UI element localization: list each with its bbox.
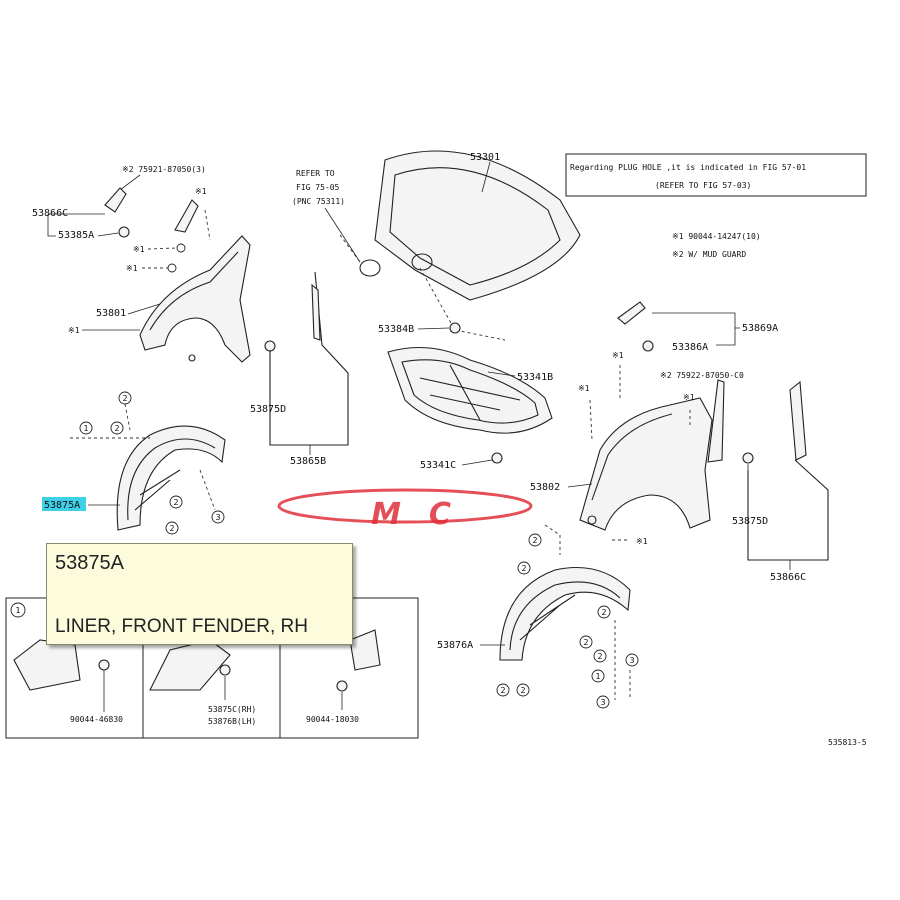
label-53875a: 53875A [44,500,80,511]
right-mudguard-bracket[interactable] [617,301,646,325]
label-highlight [42,497,86,511]
marker-x1-a: ※1 [68,326,80,335]
callout-3b: 3 [629,656,634,665]
right-clip-53875d[interactable] [742,452,754,464]
tooltip-description: LINER, FRONT FENDER, RH [55,616,309,637]
label-53866c-left: 53866C [32,208,68,219]
marker-x1-e: ※1 [612,351,624,360]
marker-x1-b: ※1 [195,187,207,196]
watermark-text: MC [371,497,479,532]
label-clip-right: ※2 75922-87050-C0 [660,371,744,380]
figure-id: 535813-5 [828,738,867,747]
inset2-part[interactable] [149,639,231,691]
inset3-clip[interactable] [336,680,348,692]
callout-2b: 2 [122,394,127,403]
left-clip-53875d[interactable] [264,340,276,352]
callout-2e: 2 [532,536,537,545]
note-box-line1: Regarding PLUG HOLE ,it is indicated in … [570,163,806,172]
label-53384b: 53384B [378,324,414,335]
inset3-code: 90044-18030 [306,715,359,724]
refer-note-line1: REFER TO [296,169,335,178]
label-53386a: 53386A [672,342,708,353]
inset2-code1: 53875C(RH) [208,705,256,714]
callout-2h: 2 [583,638,588,647]
label-53869a: 53869A [742,323,778,334]
callout-2j: 2 [500,686,505,695]
left-fender-part[interactable] [139,235,251,363]
hood-part[interactable] [339,150,581,341]
right-mudguard-part[interactable] [747,380,829,561]
watermark-logo: MC [277,488,533,532]
label-53801: 53801 [96,308,126,319]
label-53341c: 53341C [420,460,456,471]
front-fender-liner-lh-part[interactable] [499,567,631,661]
left-mudguard-piece[interactable] [174,199,199,233]
label-53865b: 53865B [290,456,326,467]
note-box [565,153,867,197]
marker-x1-c: ※1 [133,245,145,254]
callout-2d: 2 [169,524,174,533]
callout-2i: 2 [597,652,602,661]
left-mudguard-bracket[interactable] [104,187,127,213]
label-53341b: 53341B [517,372,553,383]
marker-x1-g: ※1 [683,393,695,402]
inset3-part[interactable] [349,629,381,671]
inset1-part[interactable] [13,639,81,691]
label-53385a: 53385A [58,230,94,241]
inset1-clip[interactable] [98,659,110,671]
footnote-2: ※2 W/ MUD GUARD [672,250,746,259]
inset2-code2: 53876B(LH) [208,717,256,726]
part-tooltip: 53875A LINER, FRONT FENDER, RH [46,543,353,645]
inset1-code: 90044-46830 [70,715,123,724]
hood-clip-53341c[interactable] [491,452,503,464]
inset1-number: 1 [15,606,20,615]
label-53301: 53301 [470,152,500,163]
callout-3c: 3 [600,698,605,707]
callout-2c: 2 [173,498,178,507]
hood-clip-53384b[interactable] [449,322,461,334]
callout-3: 3 [215,513,220,522]
refer-note-line3: (PNC 75311) [292,197,345,206]
callout-2: 2 [114,424,119,433]
right-fender-part[interactable] [579,397,713,531]
label-53875d-left: 53875D [250,404,286,415]
label-53876a: 53876A [437,640,473,651]
hood-insulator-part[interactable] [387,346,553,434]
label-53875d-right: 53875D [732,516,768,527]
callout-2f: 2 [521,564,526,573]
left-clip-53385a[interactable] [118,226,130,238]
marker-x1-f: ※1 [578,384,590,393]
front-fender-liner-rh-part[interactable] [116,425,226,531]
label-53866c-right: 53866C [770,572,806,583]
callout-1: 1 [83,424,88,433]
left-mudguard-part[interactable] [269,271,349,446]
refer-note-line2: FIG 75-05 [296,183,340,192]
callout-2g: 2 [601,608,606,617]
inset2-clip[interactable] [219,664,231,676]
note-box-line2: (REFER TO FIG 57-03) [655,181,751,190]
label-clip-left: ※2 75921-87050(3) [122,165,206,174]
right-clip-53386a[interactable] [642,340,654,352]
footnote-1: ※1 90044-14247(10) [672,232,761,241]
label-53802: 53802 [530,482,560,493]
right-mudguard-piece[interactable] [707,379,725,463]
marker-x1-d: ※1 [126,264,138,273]
callout-2k: 2 [520,686,525,695]
tooltip-part-number: 53875A [55,552,124,574]
callout-1b: 1 [595,672,600,681]
marker-x1-h: ※1 [636,537,648,546]
